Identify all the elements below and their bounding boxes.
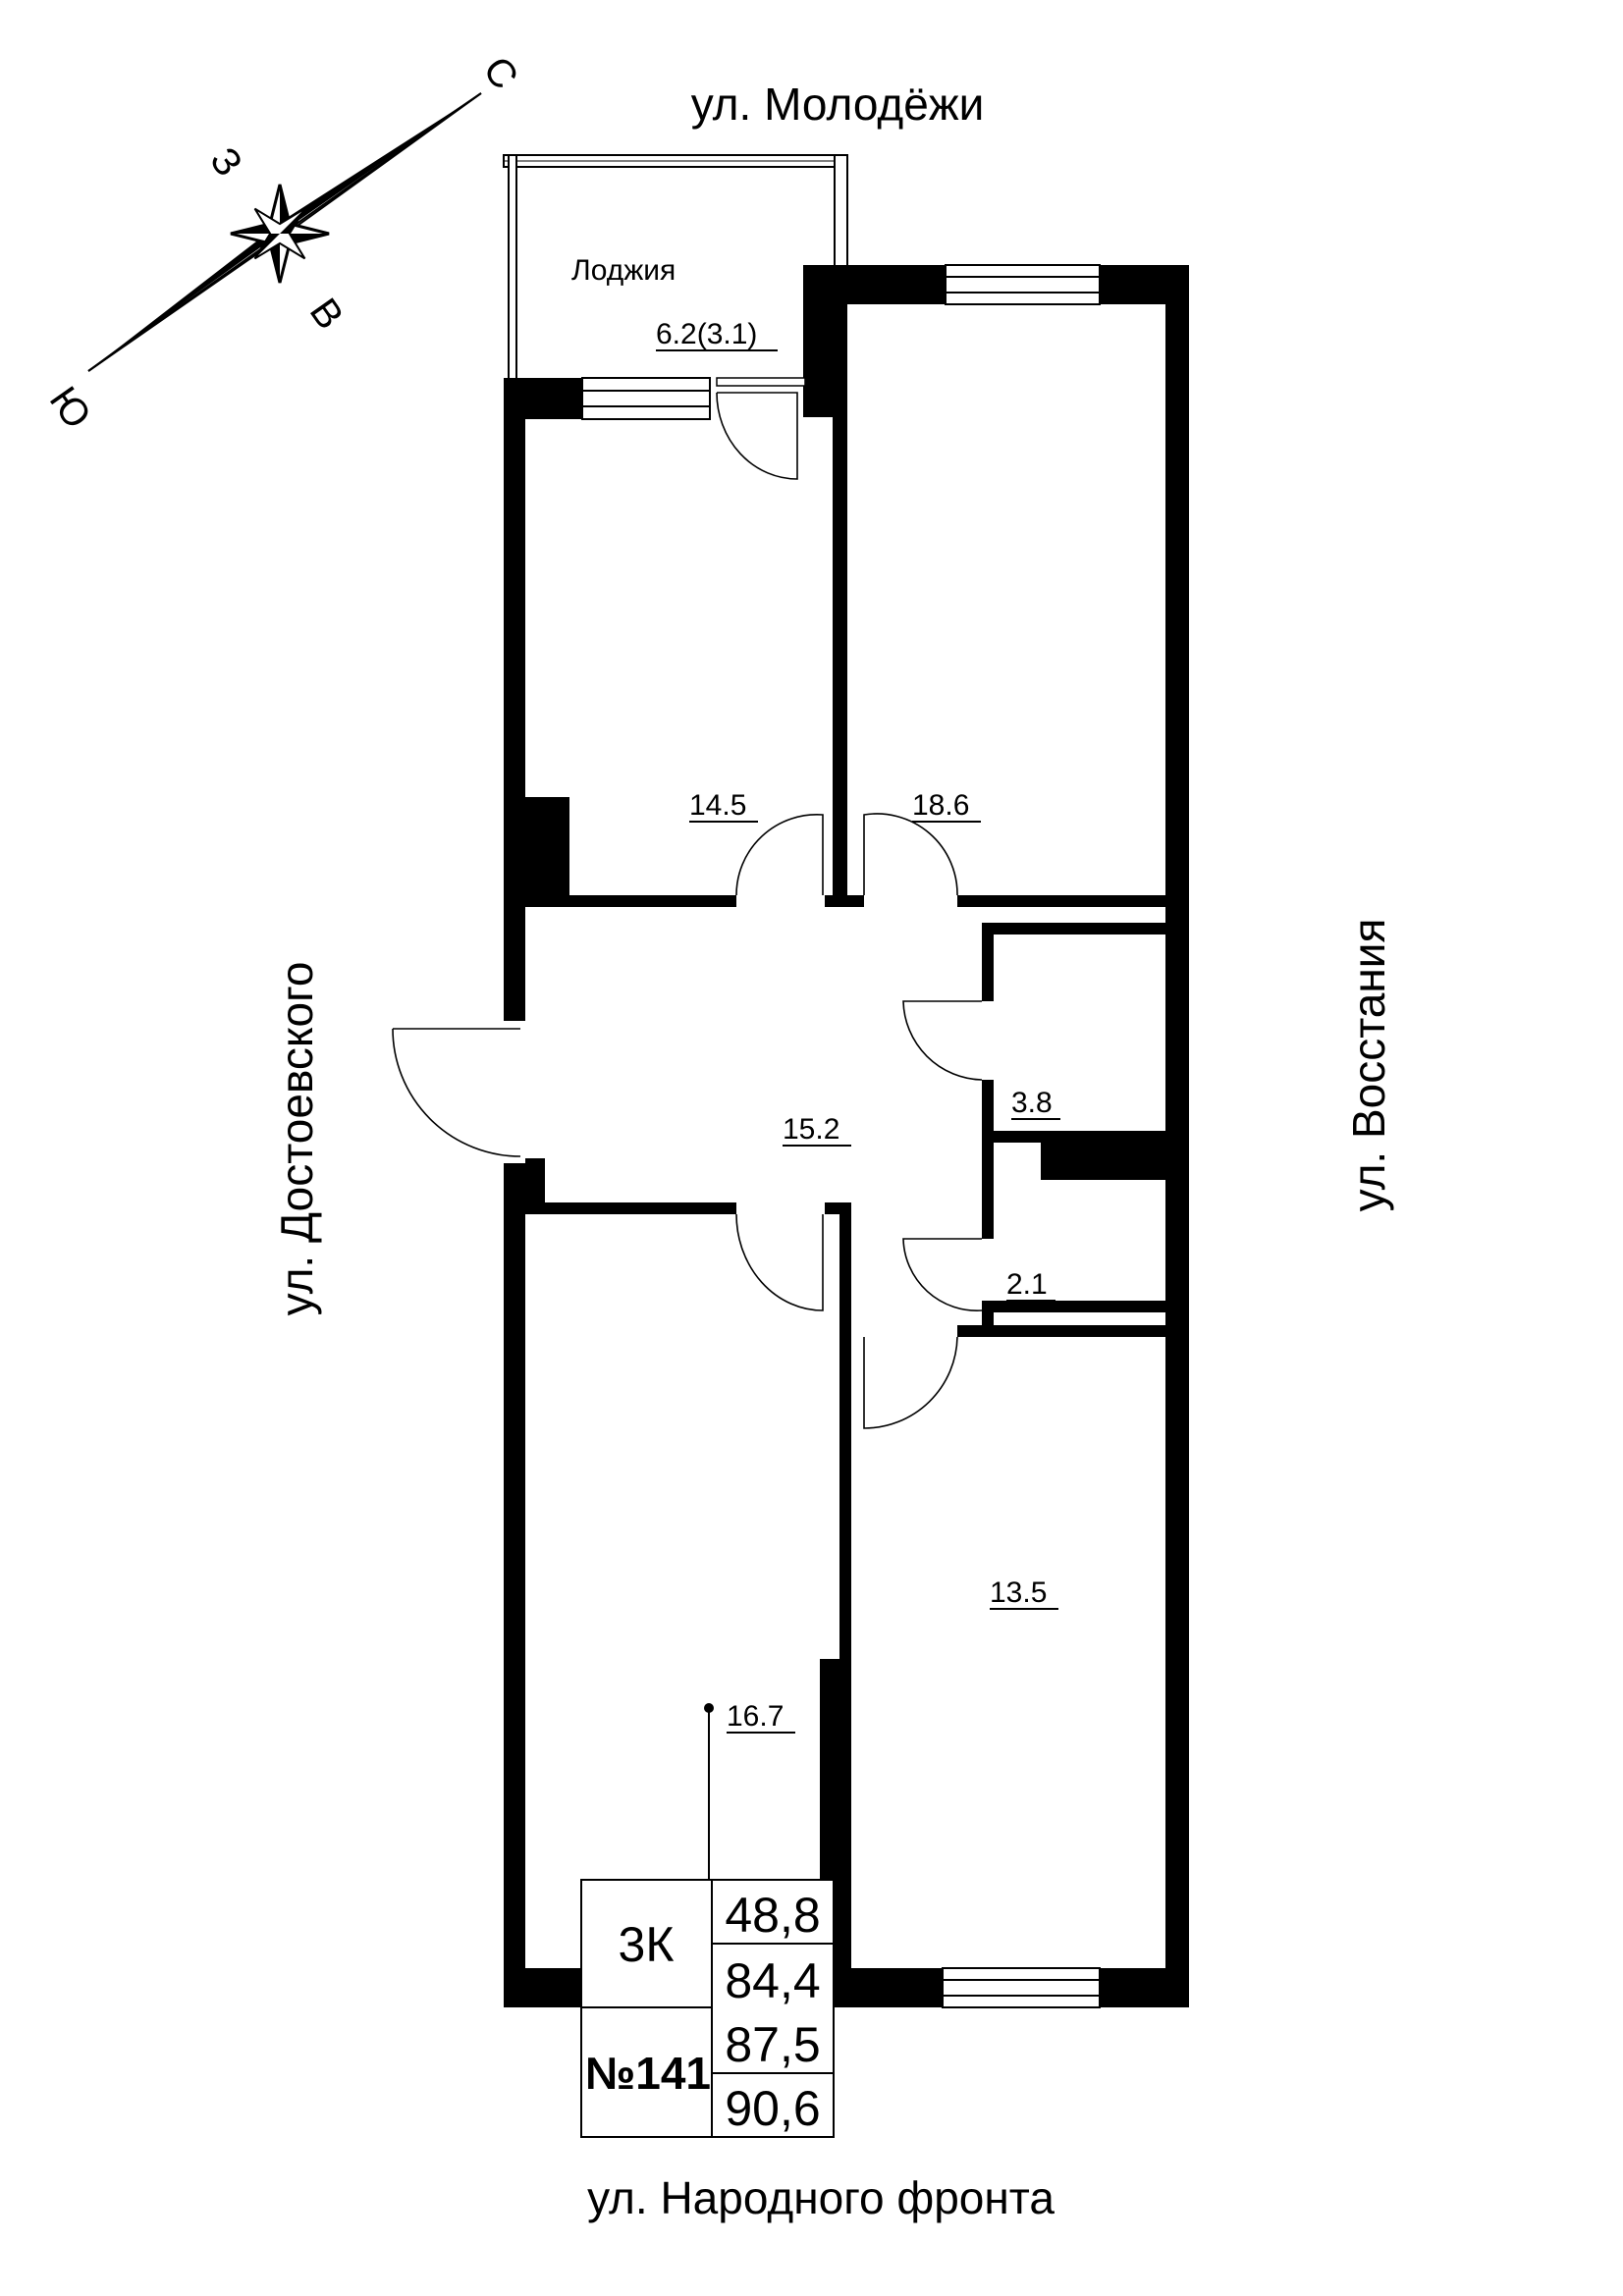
doors [392, 377, 983, 1429]
info-living-area: 48,8 [725, 1888, 820, 1943]
area-room-top-right: 18.6 [912, 789, 969, 822]
street-west: ул. Достоевского [271, 962, 322, 1316]
compass-west-label: З [201, 140, 250, 185]
info-table: 3К №141 48,8 84,4 87,5 90,6 [580, 1879, 835, 2138]
walls [496, 265, 1189, 2007]
loggia-label: Лоджия [571, 254, 676, 287]
area-bathroom: 3.8 [1011, 1087, 1053, 1119]
info-total-no-loggia: 84,4 [725, 1953, 820, 2008]
info-number: №141 [585, 2048, 711, 2099]
street-south: ул. Народного фронта [587, 2172, 1055, 2223]
room-areas: 14.5 18.6 15.2 3.8 2.1 16.7 13.5 [689, 789, 1060, 1734]
info-total-half-loggia: 87,5 [725, 2017, 820, 2072]
info-type: 3К [619, 1917, 675, 1972]
compass-rose: С З В Ю [41, 49, 526, 436]
area-room-top-left: 14.5 [689, 789, 746, 822]
area-room-bottom-left: 16.7 [727, 1700, 784, 1733]
street-north: ул. Молодёжи [691, 79, 985, 130]
loggia: Лоджия 6.2(3.1) [503, 154, 848, 380]
info-total-full: 90,6 [725, 2081, 820, 2136]
area-hall: 15.2 [783, 1113, 839, 1146]
area-wc: 2.1 [1006, 1268, 1048, 1301]
compass-north-label: С [474, 49, 526, 97]
compass-east-label: В [301, 291, 352, 337]
area-room-bottom-right: 13.5 [990, 1576, 1047, 1609]
loggia-area: 6.2(3.1) [656, 318, 757, 350]
street-east: ул. Восстания [1343, 919, 1394, 1212]
compass-south-label: Ю [41, 379, 99, 436]
